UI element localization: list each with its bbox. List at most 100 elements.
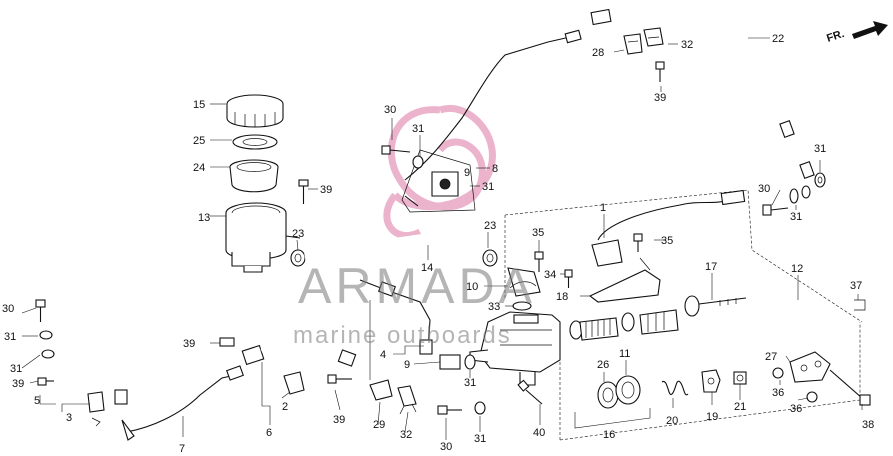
- bolt-35-right: [633, 233, 643, 252]
- spring-20: [661, 380, 689, 396]
- label-32-upper: 32: [681, 39, 693, 51]
- bolt-39-mid: [219, 337, 235, 347]
- reservoir-plate: [232, 134, 278, 150]
- washer-31-lower: [474, 401, 486, 415]
- front-arrow-icon: [852, 21, 888, 39]
- label-30-upper: 30: [384, 104, 396, 116]
- clutch-hose-6: [241, 340, 357, 367]
- clip-32-lower: [397, 385, 417, 415]
- clutch-pipe-4: [359, 279, 433, 355]
- clutch-pipe-upper: [404, 29, 582, 181]
- label-36-left: 36: [772, 387, 784, 399]
- label-21: 21: [734, 401, 746, 413]
- washer-31-right: [789, 188, 799, 204]
- label-38: 38: [862, 419, 874, 431]
- push-rod-17: [684, 295, 747, 317]
- label-2: 2: [282, 401, 288, 413]
- label-5: 5: [34, 395, 40, 407]
- cylinder-bracket-18: [588, 239, 661, 303]
- nut-21: [733, 371, 747, 385]
- watermark-brand: ARMADA: [298, 258, 536, 314]
- master-cylinder-body: [469, 311, 561, 386]
- front-direction-indicator: FR.: [825, 21, 888, 45]
- clip-3: [87, 391, 105, 427]
- bolt-39-reservoir: [298, 179, 309, 204]
- label-39-left: 39: [12, 378, 24, 390]
- washer-36-left: [772, 367, 784, 379]
- clip-29: [369, 379, 393, 401]
- label-3: 3: [66, 412, 72, 424]
- label-4: 4: [380, 349, 386, 361]
- part-labels: 15 25 24 13 39 23 14 23 30 31 8 9 31 28 …: [2, 33, 874, 455]
- watermark-text: ARMADA marine outboards: [293, 258, 536, 349]
- washer-31-lower-mid: [464, 354, 476, 370]
- reservoir-hose: [304, 229, 493, 263]
- label-39-upper: 39: [654, 92, 666, 104]
- label-26: 26: [597, 359, 609, 371]
- label-30-left: 30: [2, 303, 14, 315]
- label-9-upper: 9: [464, 167, 470, 179]
- assembly-outline: [504, 189, 863, 441]
- watermark-logo: [383, 105, 496, 240]
- hose-clamp-23-right: [482, 249, 498, 267]
- label-13: 13: [198, 212, 210, 224]
- clevis-19: [701, 369, 721, 393]
- label-29: 29: [373, 419, 385, 431]
- label-8: 8: [492, 163, 498, 175]
- label-37: 37: [850, 280, 862, 292]
- ring-26: [597, 381, 619, 409]
- label-6: 6: [266, 427, 272, 439]
- hose-clip-32-upper: [643, 27, 664, 47]
- label-31-lower: 31: [474, 433, 486, 445]
- label-35-right: 35: [661, 235, 673, 247]
- bolt-30-lower: [437, 405, 462, 415]
- label-31-left-b: 31: [10, 363, 22, 375]
- piston-seal-set: [569, 309, 679, 341]
- label-39-lower: 39: [333, 414, 345, 426]
- label-7: 7: [179, 443, 185, 455]
- label-31-lower-mid: 31: [464, 377, 476, 389]
- front-label: FR.: [825, 28, 846, 45]
- washers-31-hose-end: [801, 172, 826, 199]
- label-28: 28: [592, 47, 604, 59]
- clip-2: [283, 371, 305, 395]
- hose-joint-10: [507, 267, 541, 297]
- label-10: 10: [466, 281, 478, 293]
- label-9-lower: 9: [404, 359, 410, 371]
- label-34: 34: [544, 269, 556, 281]
- washer-9-lower: [439, 354, 461, 370]
- washer-31-left-b: [41, 349, 55, 359]
- washer-36-right: [806, 391, 818, 403]
- label-39-reservoir: 39: [320, 184, 332, 196]
- label-33: 33: [488, 301, 500, 313]
- label-25: 25: [193, 135, 205, 147]
- reservoir-diaphragm: [229, 159, 279, 193]
- label-35-left: 35: [532, 227, 544, 239]
- bolt-30-right: [762, 204, 789, 216]
- label-31-hose: 31: [814, 143, 826, 155]
- label-40: 40: [533, 427, 545, 439]
- washer-31-upper: [412, 155, 424, 169]
- clutch-pipe-7: [121, 365, 244, 441]
- bolt-30-upper: [381, 145, 411, 155]
- bolt-34: [564, 269, 573, 288]
- clutch-hose-left: [51, 314, 128, 405]
- label-18: 18: [556, 291, 568, 303]
- label-23-left: 23: [292, 228, 304, 240]
- pipe-bracket-8: [401, 149, 476, 213]
- pin-37: [854, 299, 866, 311]
- label-22: 22: [772, 33, 784, 45]
- label-30-right: 30: [758, 183, 770, 195]
- bolt-39-lower: [327, 374, 352, 384]
- bolt-38: [829, 369, 871, 406]
- label-30-lower: 30: [440, 441, 452, 453]
- label-36-right: 36: [790, 403, 802, 415]
- label-19: 19: [706, 411, 718, 423]
- label-31-left-a: 31: [4, 331, 16, 343]
- clutch-hose-22: [590, 6, 815, 179]
- washer-31-left-a: [39, 330, 53, 340]
- label-11: 11: [619, 348, 630, 360]
- label-15: 15: [193, 99, 205, 111]
- bolt-35-left: [534, 251, 544, 272]
- bolt-39-left: [37, 377, 54, 386]
